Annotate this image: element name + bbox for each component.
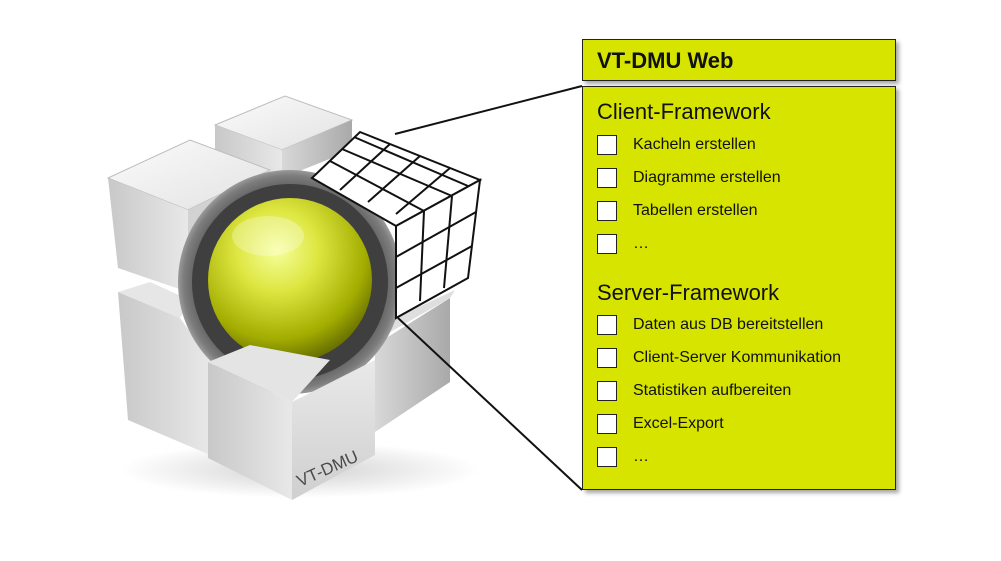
checklist-item: Excel-Export [597,412,724,436]
grid-cube [310,130,483,320]
panel-title: VT-DMU Web [597,48,734,73]
checklist-item-label: Tabellen erstellen [633,202,758,219]
checklist-item: Diagramme erstellen [597,166,781,190]
checklist-item: Tabellen erstellen [597,199,758,223]
cube-block-bottom-right [375,290,455,432]
checkbox[interactable] [597,201,617,221]
checkbox[interactable] [597,447,617,467]
checkbox[interactable] [597,315,617,335]
checklist-item-label: Statistiken aufbereiten [633,382,792,399]
checklist-item: Client-Server Kommunikation [597,346,841,370]
cube-block-bottom-left [118,282,210,455]
checklist-item: … [597,445,649,469]
cube-block-bottom-front: VT-DMU [208,345,375,500]
cube-block-back-top [213,95,354,178]
checkbox[interactable] [597,168,617,188]
checkbox[interactable] [597,234,617,254]
sphere-highlight [232,216,304,256]
checklist-item-label: Client-Server Kommunikation [633,349,842,366]
checklist-item: Statistiken aufbereiten [597,379,791,403]
callout-line-top [394,85,583,135]
checklist-item-label: Daten aus DB bereitstellen [633,316,824,333]
checklist-item-label: Diagramme erstellen [633,169,781,186]
section-heading-client: Client-Framework [597,99,771,124]
checklist-item: … [597,232,649,256]
checklist-item-label: Kacheln erstellen [633,136,756,153]
callout-line-bottom [397,317,583,491]
feature-checklist-panel: Client-Framework Kacheln erstellen Diagr… [582,86,896,490]
checklist-item-label: … [633,448,649,465]
section-heading-server: Server-Framework [597,280,780,305]
checkbox[interactable] [597,414,617,434]
checklist-item-label: … [633,235,649,252]
checkbox[interactable] [597,381,617,401]
panel-title-box: VT-DMU Web [582,39,896,81]
checklist-item-label: Excel-Export [633,415,724,432]
yellow-sphere [208,198,372,362]
checklist-item: Kacheln erstellen [597,133,756,157]
checkbox[interactable] [597,348,617,368]
checkbox[interactable] [597,135,617,155]
checklist-item: Daten aus DB bereitstellen [597,313,823,337]
